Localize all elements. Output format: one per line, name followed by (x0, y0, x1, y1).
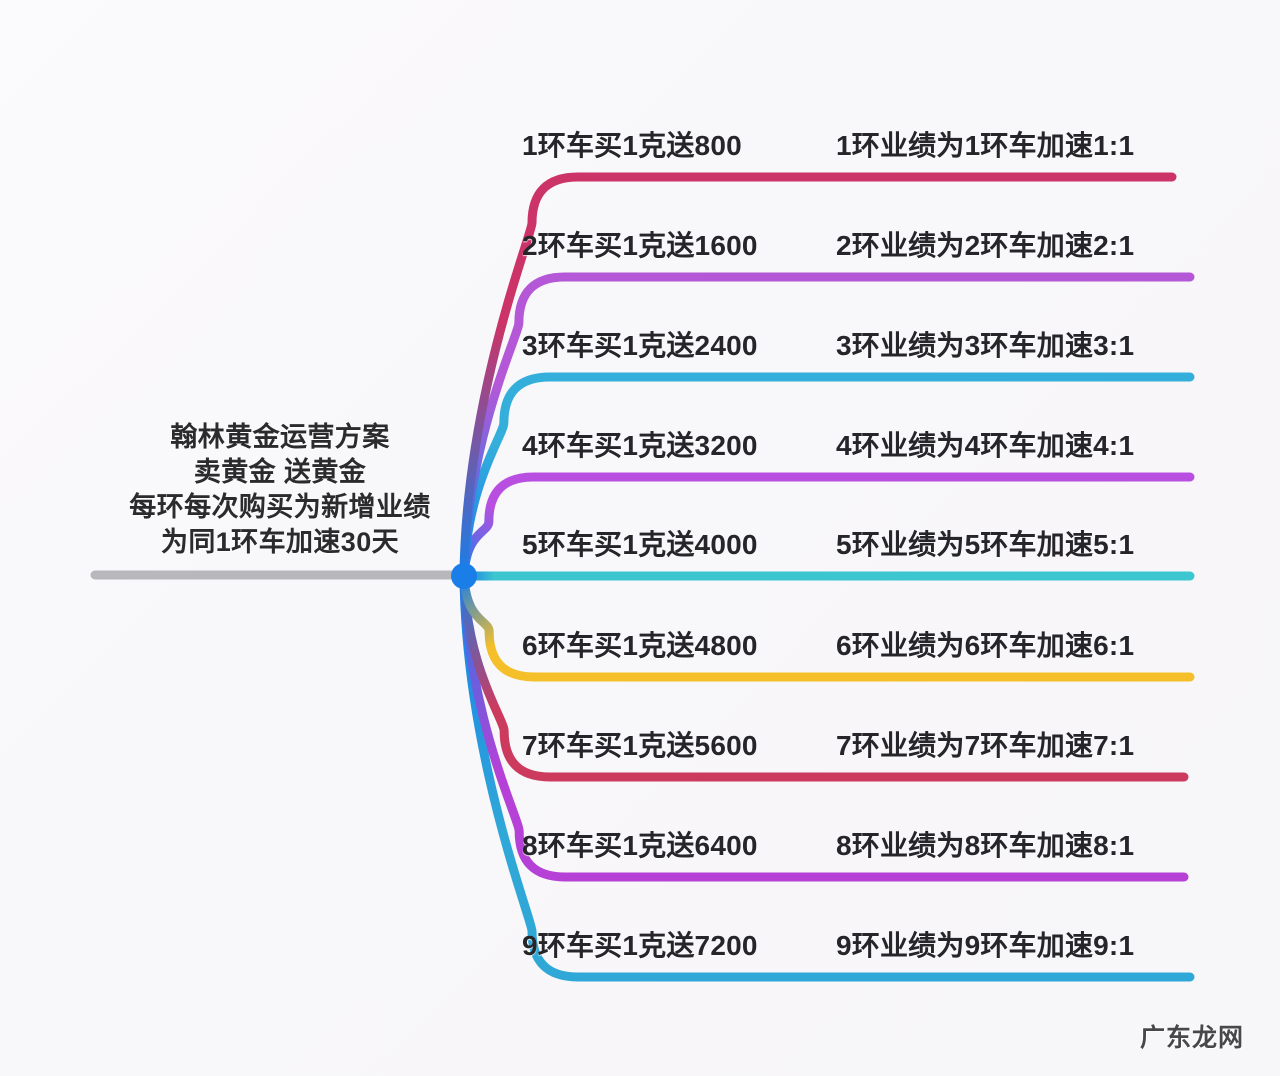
branch-9-left-label: 9环车买1克送7200 (522, 930, 758, 961)
branch-8-left-label: 8环车买1克送6400 (522, 830, 758, 861)
branch-5-right-label: 5环业绩为5环车加速5:1 (836, 529, 1135, 560)
root-node-text: 翰林黄金运营方案 卖黄金 送黄金 每环每次购买为新增业绩 为同1环车加速30天 (129, 422, 431, 557)
watermark: 广东龙网 (1140, 1024, 1245, 1052)
branch-8-right-label: 8环业绩为8环车加速8:1 (836, 830, 1135, 861)
branch-7-right-label: 7环业绩为7环车加速7:1 (836, 730, 1135, 761)
branch-3-right-label: 3环业绩为3环车加速3:1 (836, 330, 1135, 361)
branch-5-left-label: 5环车买1克送4000 (522, 529, 758, 560)
branch-1-right-label: 1环业绩为1环车加速1:1 (836, 130, 1135, 161)
branch-7-left-label: 7环车买1克送5600 (522, 730, 758, 761)
branch-2-left-label: 2环车买1克送1600 (522, 230, 758, 261)
branch-9-right-label: 9环业绩为9环车加速9:1 (836, 930, 1135, 961)
branch-line-4[interactable] (459, 472, 1195, 581)
branch-6-right-label: 6环业绩为6环车加速6:1 (836, 630, 1135, 661)
branch-3-left-label: 3环车买1克送2400 (522, 330, 758, 361)
branch-6-left-label: 6环车买1克送4800 (522, 630, 758, 661)
branch-1-left-label: 1环车买1克送800 (522, 130, 742, 161)
branch-4-right-label: 4环业绩为4环车加速4:1 (836, 430, 1135, 461)
branch-4-left-label: 4环车买1克送3200 (522, 430, 758, 461)
branch-2-right-label: 2环业绩为2环车加速2:1 (836, 230, 1135, 261)
center-node-dot (451, 563, 477, 589)
